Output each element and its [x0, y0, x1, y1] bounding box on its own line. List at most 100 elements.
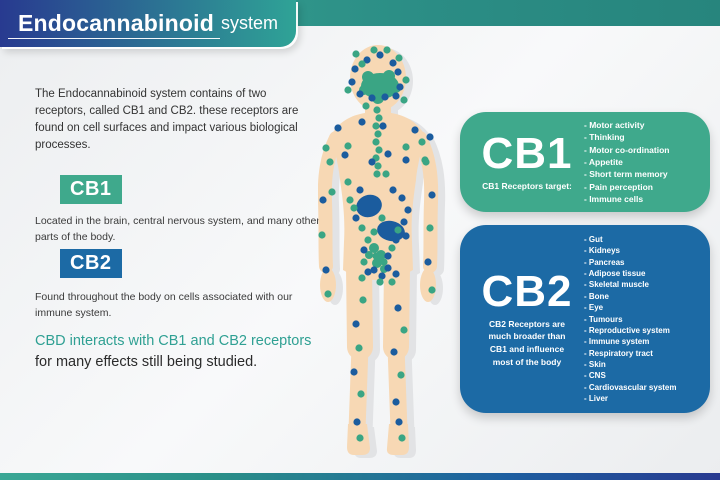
receptor-dot — [328, 188, 336, 196]
receptor-dot — [363, 56, 371, 64]
receptor-dot — [395, 54, 403, 62]
list-item: - Bone — [584, 291, 609, 301]
receptor-dot — [370, 228, 378, 236]
receptor-dot — [398, 434, 406, 442]
receptor-dot — [378, 272, 386, 280]
receptor-dot — [352, 214, 360, 222]
list-item: - Liver — [584, 394, 609, 404]
receptor-dot — [375, 114, 383, 122]
intro-paragraph: The Endocannabinoid system contains of t… — [35, 88, 299, 152]
receptor-dot — [346, 196, 354, 204]
receptor-dot — [350, 204, 358, 212]
receptor-dot — [372, 138, 380, 146]
receptor-dot — [380, 258, 388, 266]
receptor-dot — [428, 286, 436, 294]
list-item: - Kidneys — [584, 246, 621, 256]
organ-shapes — [356, 70, 405, 273]
receptor-dot — [352, 50, 360, 58]
receptor-dot — [358, 118, 366, 126]
receptor-dot — [356, 434, 364, 442]
cbd-note: CBD interacts with CB1 and CB2 receptors… — [35, 331, 347, 372]
pelvic-shapes — [365, 243, 388, 273]
receptor-dot — [353, 418, 361, 426]
receptor-dot — [389, 59, 397, 67]
receptor-dot — [360, 246, 368, 254]
receptor-dot — [376, 51, 384, 59]
receptor-dot — [370, 266, 378, 274]
receptor-dots-layer — [318, 46, 436, 442]
receptor-dot — [376, 278, 384, 286]
receptor-dot — [375, 146, 383, 154]
list-item: - Motor co-ordination — [584, 144, 670, 155]
list-item: - Short term memory — [584, 169, 668, 180]
title-underline — [8, 37, 220, 39]
receptor-dot — [426, 133, 434, 141]
receptor-dot — [388, 278, 396, 286]
cb2-card-subtitle: CB2 Receptors are much broader than CB1 … — [488, 318, 566, 367]
receptor-dot — [421, 156, 429, 164]
receptor-dot — [392, 270, 400, 278]
receptor-dot — [362, 102, 370, 110]
receptor-dot — [374, 130, 382, 138]
receptor-dot — [374, 162, 382, 170]
list-item: - Pancreas — [584, 257, 625, 267]
receptor-dot — [322, 144, 330, 152]
receptor-dot — [394, 304, 402, 312]
receptor-dot — [324, 290, 332, 298]
cb1-target-list: - Motor activity- Thinking- Motor co-ord… — [584, 112, 710, 212]
receptor-dot — [372, 122, 380, 130]
receptor-dot — [364, 268, 372, 276]
receptor-dot — [424, 258, 432, 266]
list-item: - Pain perception — [584, 181, 653, 192]
receptor-dot — [326, 158, 334, 166]
receptor-dot — [370, 46, 378, 54]
cbd-note-rest: for many effects still being studied. — [35, 353, 258, 370]
receptor-dot — [392, 92, 400, 100]
receptor-dot — [352, 320, 360, 328]
cb2-target-list: - Gut - Kidneys- Pancreas- Adipose tissue… — [584, 225, 710, 413]
receptor-dot — [398, 194, 406, 202]
receptor-dot — [397, 371, 405, 379]
receptor-dot — [402, 76, 410, 84]
header-banner: Endocannabinoid system — [0, 0, 296, 47]
receptor-dot — [392, 236, 400, 244]
bottom-accent-bar — [0, 473, 720, 480]
list-item: - Appetite — [584, 157, 623, 167]
receptor-dot — [322, 266, 330, 274]
receptor-dot — [368, 158, 376, 166]
list-item: - Skin — [584, 360, 606, 370]
receptor-dot — [351, 65, 359, 73]
receptor-dot — [359, 296, 367, 304]
receptor-dot — [400, 96, 408, 104]
receptor-dot — [402, 156, 410, 164]
receptor-dot — [344, 142, 352, 150]
receptor-dot — [344, 86, 352, 94]
receptor-dot — [358, 224, 366, 232]
receptor-dot — [355, 344, 363, 352]
cb1-card: CB1 CB1 Receptors target: - Motor activi… — [460, 112, 710, 212]
list-item: - Gut — [584, 234, 603, 244]
list-item: - Skeletal muscle — [584, 280, 649, 290]
stomach-shape — [356, 194, 382, 218]
receptor-dot — [344, 178, 352, 186]
cb1-card-subtitle: CB1 Receptors target: — [482, 180, 572, 191]
page-title: Endocannabinoid — [18, 10, 214, 36]
receptor-dot — [372, 252, 380, 260]
receptor-dot — [368, 94, 376, 102]
receptor-dot — [364, 236, 372, 244]
list-item: - Respiratory tract — [584, 348, 653, 358]
receptor-dot — [334, 124, 342, 132]
receptor-dot — [383, 46, 391, 54]
receptor-dot — [373, 170, 381, 178]
cb2-card: CB2 CB2 Receptors are much broader than … — [460, 225, 710, 413]
list-item: - Eye — [584, 303, 604, 313]
receptor-dot — [389, 186, 397, 194]
list-item: - Immune system — [584, 337, 650, 347]
cb1-card-title: CB1 — [481, 128, 573, 178]
receptor-dot — [384, 252, 392, 260]
receptor-dot — [402, 232, 410, 240]
receptor-dot — [378, 214, 386, 222]
list-item: - Adipose tissue — [584, 268, 646, 278]
receptor-dot — [395, 418, 403, 426]
receptor-dot — [319, 196, 327, 204]
